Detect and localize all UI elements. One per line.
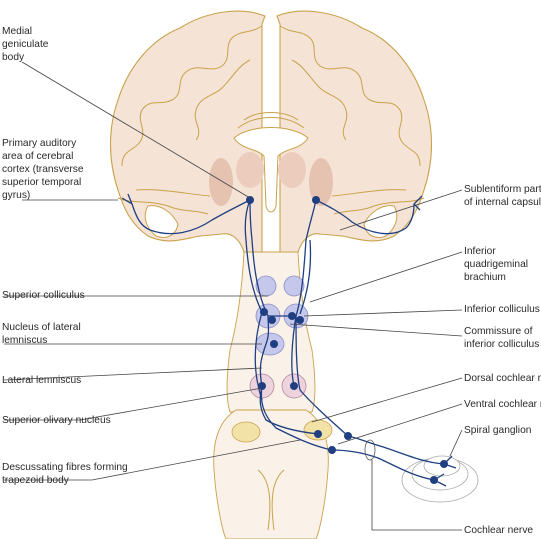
corpus-callosum bbox=[233, 127, 309, 213]
inferior-colliculus-neuron-left-a bbox=[260, 308, 268, 316]
cochlea bbox=[401, 455, 479, 503]
cochlear-nerve-ring bbox=[364, 439, 376, 461]
inferior-colliculus-neuron-right-b bbox=[296, 316, 304, 324]
label-spiral-ganglion: Spiral ganglion bbox=[464, 425, 531, 436]
label-cochlear-nerve: Cochlear nerve bbox=[464, 525, 533, 536]
cerebrum bbox=[109, 10, 433, 279]
leader-lines bbox=[3, 61, 463, 531]
label-lateral-lemniscus: Lateral lemniscus bbox=[2, 375, 81, 386]
cochlear-nerve-fibre bbox=[347, 435, 445, 465]
mgb-neuron-right bbox=[312, 196, 320, 204]
labels: Medial geniculate body Primary auditory … bbox=[2, 26, 541, 536]
spiral-ganglion-neuron-b bbox=[430, 476, 438, 484]
spiral-ganglion-neuron-a bbox=[440, 460, 448, 468]
inferior-colliculus-neuron-left-b bbox=[268, 316, 276, 324]
superior-colliculus-right bbox=[283, 275, 305, 297]
label-ventral-cochlear-nucleus: Ventral cochlear nucleus bbox=[464, 399, 541, 410]
label-sublentiform-part: Sublentiform part of internal capsule bbox=[464, 184, 541, 208]
label-decussating-fibres: Descussating fibres forming trapezoid bo… bbox=[2, 462, 131, 486]
label-medial-geniculate-body: Medial geniculate body bbox=[2, 26, 51, 63]
medulla bbox=[213, 409, 329, 539]
label-primary-auditory-area: Primary auditory area of cerebral cortex… bbox=[2, 138, 86, 201]
auditory-pathway bbox=[121, 193, 457, 487]
inferior-colliculus-neuron-right-a bbox=[288, 312, 296, 320]
brainstem bbox=[213, 251, 333, 539]
label-inferior-quadrigeminal-brachium: Inferior quadrigeminal brachium bbox=[464, 246, 531, 283]
superior-colliculus-left bbox=[255, 275, 277, 297]
dorsal-cochlear-neuron-b bbox=[344, 432, 352, 440]
label-inferior-colliculus: Inferior colliculus bbox=[464, 304, 540, 315]
cerebellum-left bbox=[231, 421, 261, 443]
label-dorsal-cochlear-nucleus: Dorsal cochlear nucleus bbox=[464, 373, 541, 384]
label-nucleus-of-lateral-lemniscus: Nucleus of lateral lemniscus bbox=[2, 322, 84, 346]
label-superior-olivary-nucleus: Superior olivary nucleus bbox=[2, 415, 111, 426]
olivary-neuron-right bbox=[290, 382, 298, 390]
ventral-cochlear-neuron bbox=[328, 446, 336, 454]
lateral-lemniscus-neuron bbox=[270, 340, 278, 348]
label-superior-colliculus: Superior colliculus bbox=[2, 290, 85, 301]
dorsal-cochlear-neuron bbox=[314, 430, 322, 438]
label-commissure-of-inferior-colliculus: Commissure of inferior colliculus bbox=[464, 326, 539, 350]
mgb-neuron-left bbox=[246, 196, 254, 204]
